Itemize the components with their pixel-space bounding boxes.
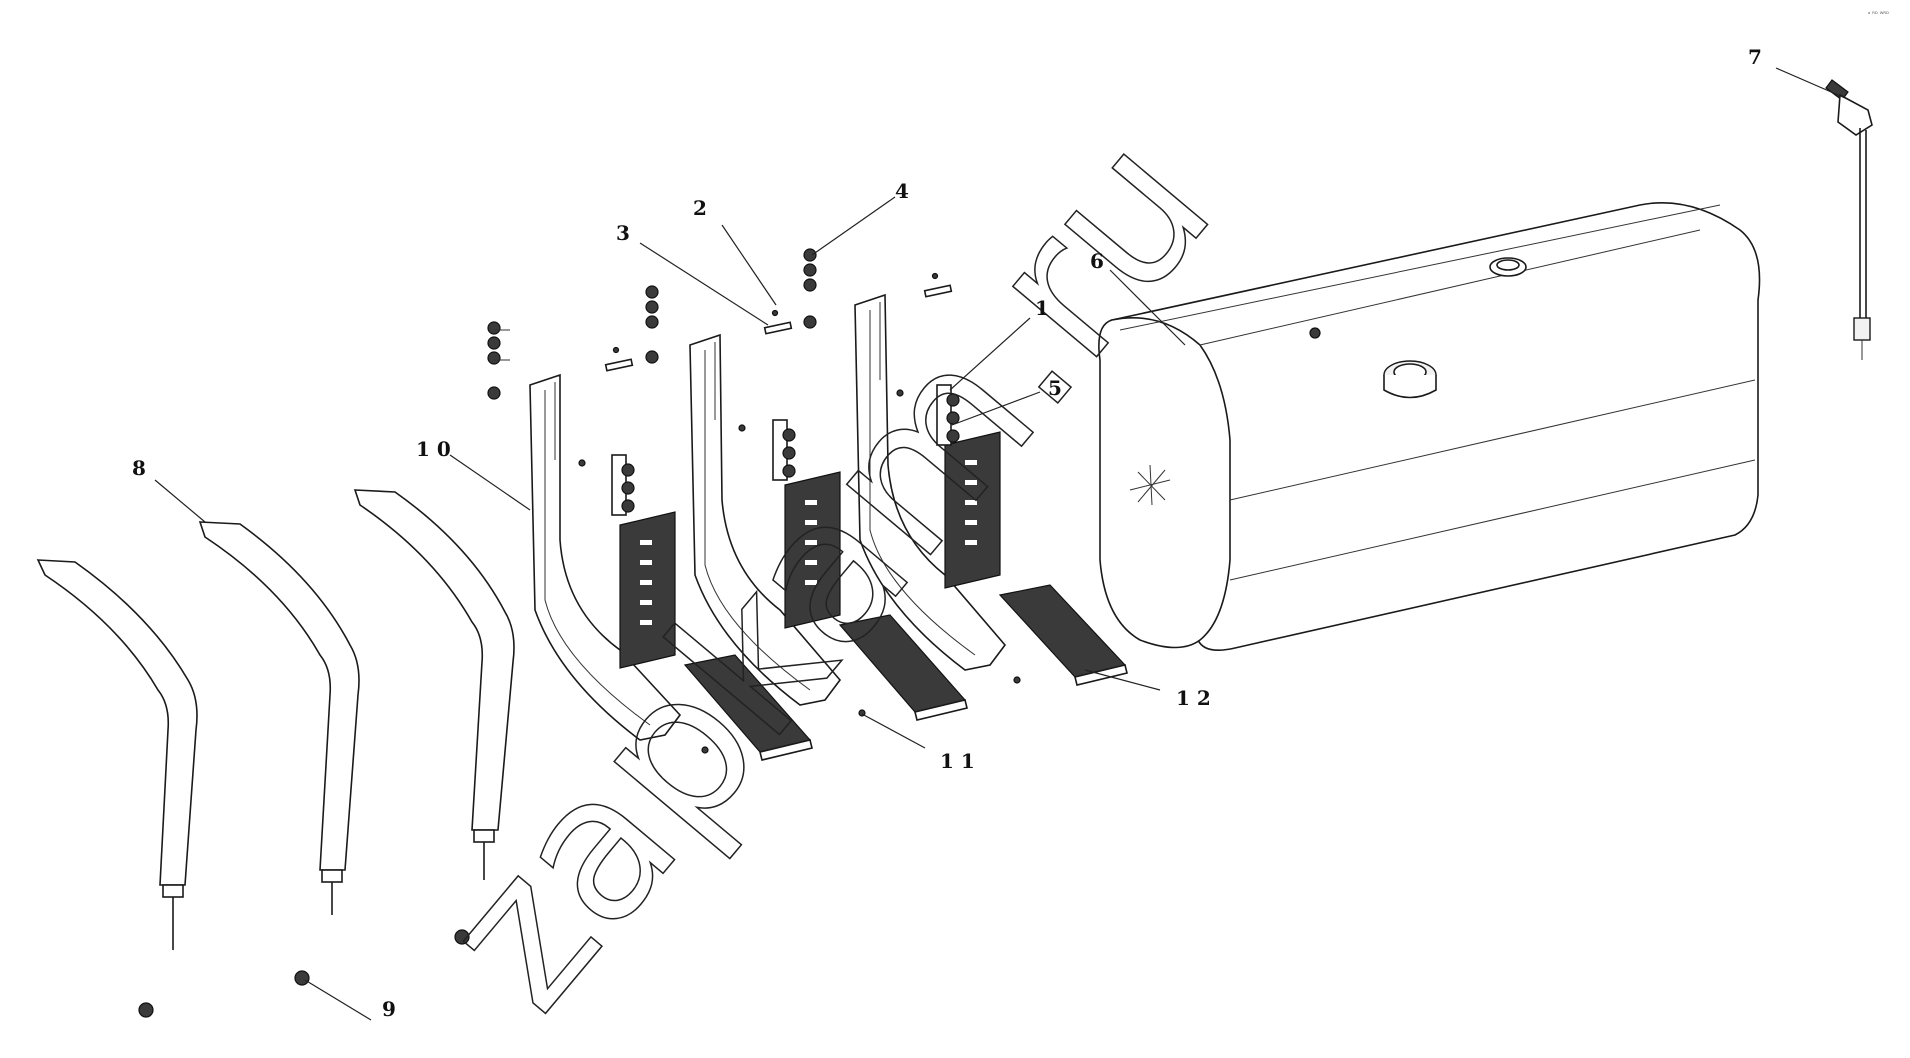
strap-2	[198, 521, 360, 915]
bolt-stack-1	[487, 321, 510, 400]
clamp-plate-2	[772, 419, 796, 481]
rubber-pad-vertical-2	[784, 471, 841, 629]
strap-3	[353, 489, 515, 880]
corner-text: ᵃ ᴿᴰ ᵂᴿᴰ	[1868, 11, 1889, 18]
callout-4: 4	[895, 179, 909, 203]
rubber-pad-horizontal-3	[998, 584, 1128, 686]
tank-bracket-1	[529, 373, 682, 741]
rubber-pad-vertical-1	[619, 511, 676, 669]
callout-9: 9	[382, 997, 396, 1021]
rubber-pad-horizontal-2	[838, 614, 968, 721]
callout-8: 8	[132, 456, 146, 480]
callout-3: 3	[616, 221, 630, 245]
tank-bracket-3	[854, 293, 1007, 671]
callout-7: 7	[1748, 45, 1762, 69]
pins	[604, 272, 953, 372]
callout-12: 1 2	[1176, 686, 1211, 710]
bolt-stack-2	[645, 285, 659, 364]
small-screws	[578, 389, 1021, 754]
callout-labels: 1 2 3 4 5 6 7 8 9 1 0 1 1 1 2	[132, 45, 1762, 1021]
rubber-pad-horizontal-1	[683, 654, 813, 761]
tank-bracket-2	[689, 333, 842, 706]
fuel-tank	[1098, 202, 1761, 651]
leader-lines	[154, 67, 1846, 1021]
strap-nuts	[138, 929, 470, 1018]
bolt-stack-3	[803, 248, 817, 329]
rubber-pad-vertical-3	[944, 431, 1001, 589]
clamp-plate-3	[936, 384, 960, 446]
callout-10: 1 0	[416, 437, 451, 461]
callout-1: 1	[1035, 296, 1049, 320]
fuel-level-sensor	[1825, 79, 1873, 360]
callout-5: 5	[1048, 376, 1062, 400]
strap-1	[36, 559, 198, 950]
callout-2: 2	[693, 196, 707, 220]
callout-11: 1 1	[940, 749, 975, 773]
clamp-plate-1	[611, 454, 635, 516]
callout-6: 6	[1090, 249, 1104, 273]
